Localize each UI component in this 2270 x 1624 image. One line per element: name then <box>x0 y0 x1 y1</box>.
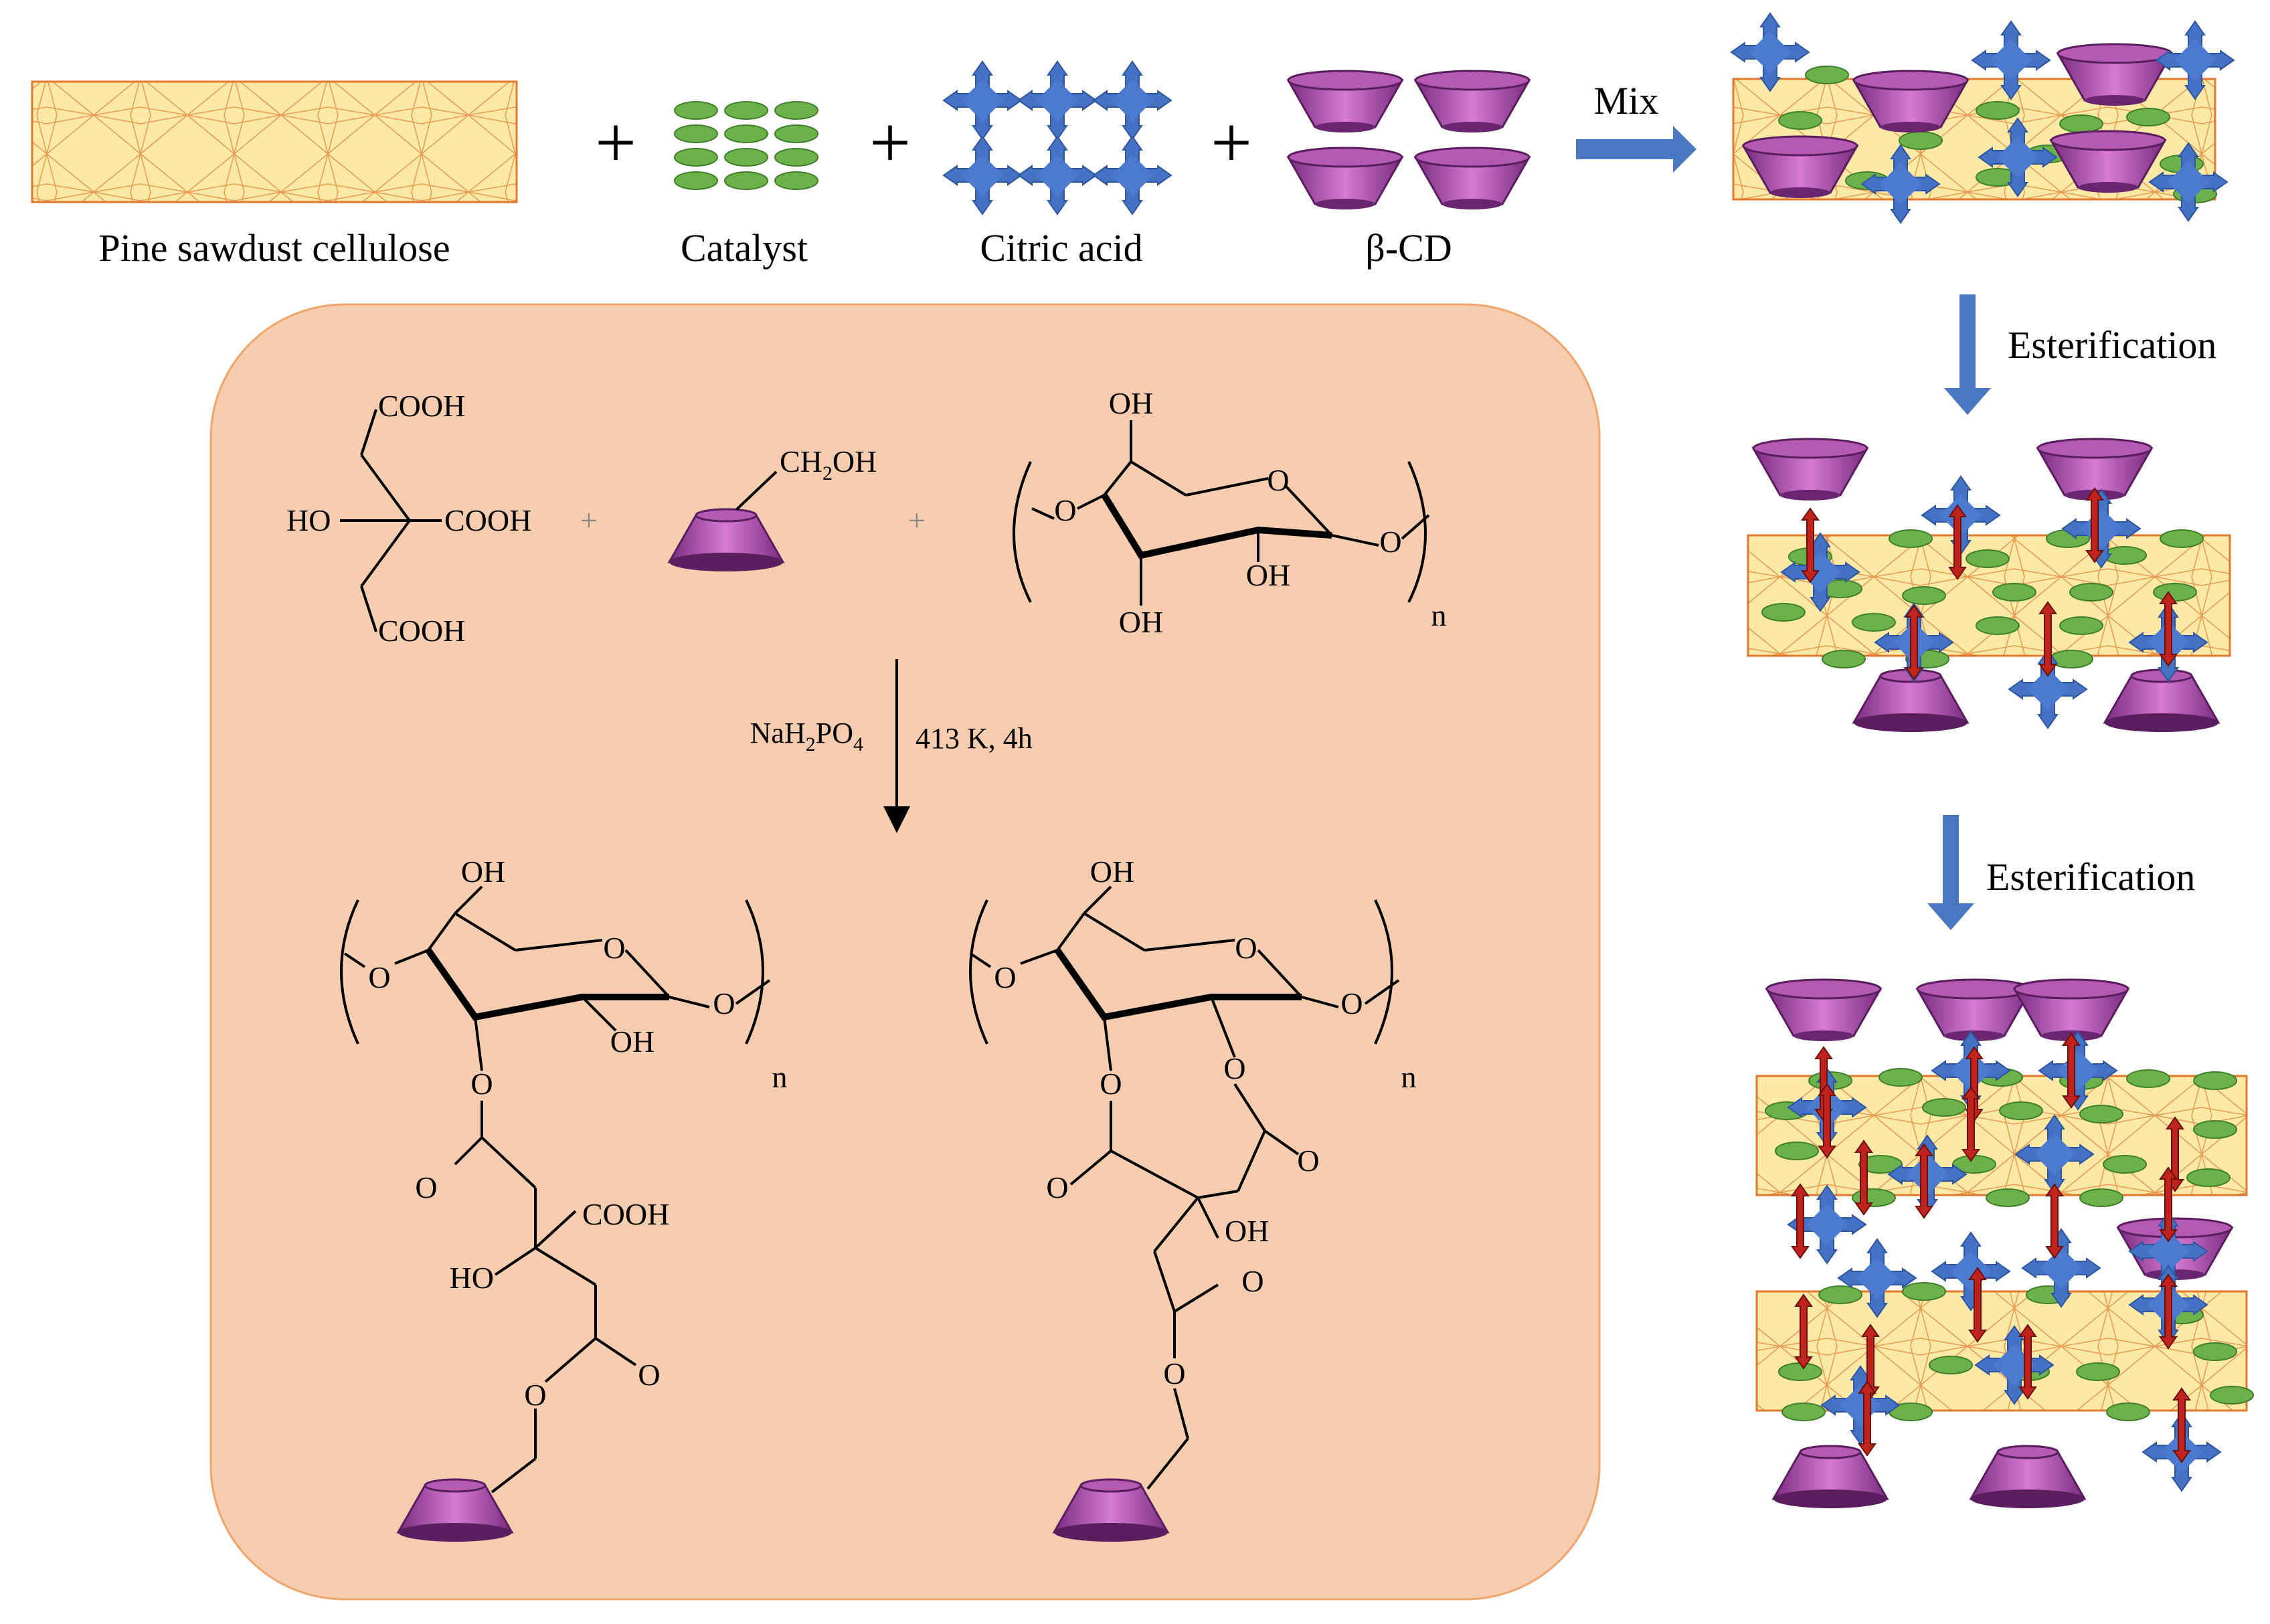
reaction-panel <box>209 303 1601 1601</box>
glycosidic-o-label: O <box>1340 986 1363 1020</box>
esterification-arrow-1 <box>1944 294 1991 415</box>
citric-acid-structure <box>340 409 442 632</box>
ho-label: HO <box>286 503 331 537</box>
mix-label: Mix <box>1594 79 1659 122</box>
esterification-label-2: Esterification <box>1986 855 2195 899</box>
carbonyl-o-label: O <box>1241 1264 1263 1298</box>
plus-sign: + <box>595 102 636 183</box>
oh-label: OH <box>610 1024 654 1059</box>
crosslinked-composite-1 <box>1747 438 2231 733</box>
cooh-label: COOH <box>444 503 531 537</box>
esterification-arrow-2 <box>1927 815 1974 930</box>
plus-sign: + <box>869 102 911 183</box>
ring-o-label: O <box>603 931 625 965</box>
oh-label: OH <box>1090 854 1134 889</box>
ester-o-label: O <box>470 1067 493 1101</box>
cellulose-band <box>31 80 518 203</box>
oh-label: OH <box>1109 386 1153 420</box>
ester-o-label: O <box>1223 1051 1245 1085</box>
product-2-structure <box>969 885 1400 1490</box>
mixed-composite <box>1731 13 2235 223</box>
ho-label: HO <box>450 1261 494 1295</box>
citric-acid-group <box>943 61 1172 215</box>
carbonyl-o-label: O <box>638 1358 660 1392</box>
oh-label: OH <box>461 854 505 889</box>
ring-o-label: O <box>1267 463 1289 497</box>
beta-cd-label: β-CD <box>1365 226 1452 270</box>
temperature-condition: 413 K, 4h <box>915 722 1033 755</box>
repeat-n-label: n <box>772 1060 788 1094</box>
catalyst-label: Catalyst <box>681 226 808 270</box>
catalyst-condition: NaH2PO4 <box>750 717 863 755</box>
ring-o-label: O <box>1235 931 1257 965</box>
cellulose-unit-reactant <box>1013 420 1430 606</box>
glycosidic-o-label: O <box>1379 525 1401 559</box>
plus-sign: + <box>908 503 926 537</box>
plus-sign: + <box>580 503 598 537</box>
cooh-label: COOH <box>378 614 465 648</box>
repeat-n-label: n <box>1431 598 1447 632</box>
product-1-structure <box>340 885 771 1494</box>
cooh-label: COOH <box>378 389 465 423</box>
cooh-label: COOH <box>582 1197 669 1231</box>
ester-o-label: O <box>1163 1356 1185 1390</box>
carbonyl-o-label: O <box>1297 1144 1319 1178</box>
glycosidic-o-label: O <box>994 960 1016 994</box>
glycosidic-o-label: O <box>1054 493 1076 527</box>
oh-label: OH <box>1246 558 1290 592</box>
oh-label: OH <box>1119 605 1163 639</box>
plus-sign: + <box>1211 102 1252 183</box>
glycosidic-o-label: O <box>368 960 390 994</box>
catalyst-group <box>674 101 818 190</box>
esterification-label-1: Esterification <box>2008 323 2216 367</box>
repeat-n-label: n <box>1401 1060 1417 1094</box>
oh-label: OH <box>1225 1214 1269 1248</box>
crosslinked-composite-2 <box>1755 978 2254 1510</box>
carbonyl-o-label: O <box>415 1170 437 1204</box>
glycosidic-o-label: O <box>713 986 735 1020</box>
citric-acid-label: Citric acid <box>980 226 1142 270</box>
ester-o-label: O <box>524 1378 546 1412</box>
ch2oh-label: CH2OH <box>780 444 877 484</box>
beta-cd-group <box>1287 70 1531 211</box>
ester-o-label: O <box>1100 1067 1122 1101</box>
cellulose-label: Pine sawdust cellulose <box>98 226 450 270</box>
mix-arrow <box>1576 126 1696 173</box>
carbonyl-o-label: O <box>1046 1170 1068 1204</box>
